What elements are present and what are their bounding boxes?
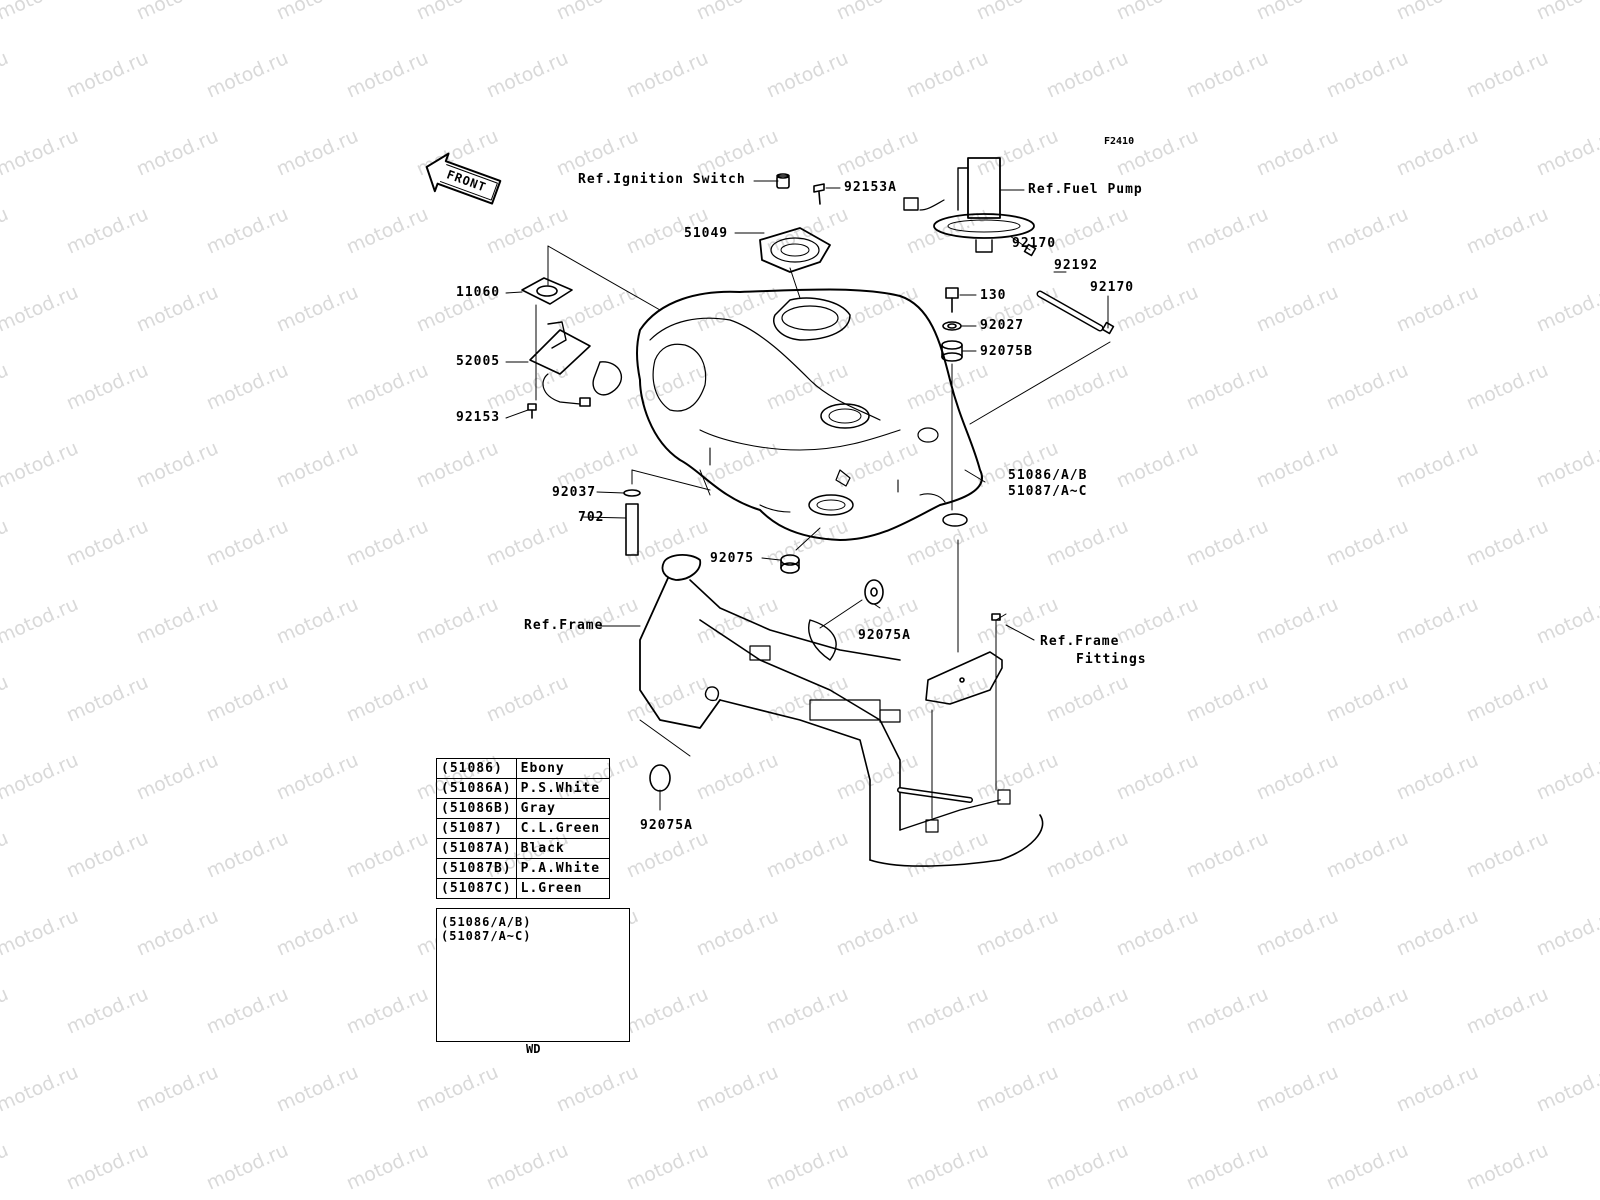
label-92170-a: 92170	[1012, 236, 1057, 251]
color-name: C.L.Green	[515, 818, 610, 839]
fuel-cap	[759, 227, 831, 273]
color-code: (51087)	[436, 818, 517, 839]
label-130: 130	[980, 288, 1007, 303]
inset-line-1: (51086/A/B)	[441, 915, 532, 929]
label-92075b: 92075B	[980, 344, 1033, 359]
label-92037: 92037	[552, 485, 597, 500]
label-ref-frame: Ref.Frame	[524, 618, 604, 633]
label-92075: 92075	[710, 551, 755, 566]
fuel-pump	[903, 157, 1035, 253]
clamp-92037	[623, 489, 641, 497]
label-frame-fittings-1: Ref.Frame	[1040, 634, 1120, 649]
inset-caption: WD	[526, 1042, 541, 1056]
label-702: 702	[578, 510, 605, 525]
washer-92027	[942, 321, 962, 331]
tube-702	[625, 503, 639, 556]
color-row: (51086B)Gray	[436, 798, 610, 819]
color-name: Ebony	[515, 758, 610, 779]
color-row: (51086)Ebony	[436, 758, 610, 779]
ignition-switch-part	[776, 173, 790, 189]
label-92153: 92153	[456, 410, 501, 425]
color-code: (51086A)	[436, 778, 517, 799]
color-name: Gray	[515, 798, 610, 819]
grommet-92075	[780, 554, 800, 574]
fuel-level-sender-52005	[529, 321, 623, 407]
color-name: Black	[515, 838, 610, 859]
screw-92153	[527, 403, 537, 419]
gasket-11060	[521, 277, 573, 305]
color-name: P.S.White	[515, 778, 610, 799]
label-92153a: 92153A	[844, 180, 897, 195]
color-row: (51086A)P.S.White	[436, 778, 610, 799]
color-row: (51087A)Black	[436, 838, 610, 859]
label-tank-51087: 51087/A~C	[1008, 484, 1088, 499]
color-name: P.A.White	[515, 858, 610, 879]
label-51049: 51049	[684, 226, 729, 241]
color-row: (51087)C.L.Green	[436, 818, 610, 839]
label-frame-fittings-2: Fittings	[1076, 652, 1147, 667]
label-fuel-pump: Ref.Fuel Pump	[1028, 182, 1143, 197]
color-row: (51087C)L.Green	[436, 878, 610, 899]
color-name: L.Green	[515, 878, 610, 899]
leader-lines	[505, 180, 1111, 819]
damper-92075a-lower	[649, 764, 671, 792]
color-row: (51087B)P.A.White	[436, 858, 610, 879]
damper-92075a-upper	[864, 579, 884, 605]
bolt-130	[945, 287, 959, 313]
label-92075a-lower: 92075A	[640, 818, 693, 833]
motorcycle-frame	[639, 554, 1044, 867]
label-92075a-upper: 92075A	[858, 628, 911, 643]
color-code: (51086)	[436, 758, 517, 779]
inset-line-2: (51087/A~C)	[441, 929, 532, 943]
bolt-92153a	[813, 183, 825, 205]
color-code: (51087C)	[436, 878, 517, 899]
color-code: (51086B)	[436, 798, 517, 819]
label-92027: 92027	[980, 318, 1025, 333]
color-table: (51086)Ebony (51086A)P.S.White (51086B)G…	[436, 758, 610, 899]
fuel-tank	[636, 288, 983, 541]
label-92170-b: 92170	[1090, 280, 1135, 295]
label-11060: 11060	[456, 285, 501, 300]
label-92192: 92192	[1054, 258, 1099, 273]
damper-92075b	[941, 340, 963, 362]
label-tank-51086: 51086/A/B	[1008, 468, 1088, 483]
label-52005: 52005	[456, 354, 501, 369]
color-code: (51087A)	[436, 838, 517, 859]
color-code: (51087B)	[436, 858, 517, 879]
diagram-code: F2410	[1104, 136, 1135, 147]
inset-box: (51086/A/B) (51087/A~C)	[436, 908, 630, 1042]
label-ignition-switch: Ref.Ignition Switch	[578, 172, 746, 187]
front-arrow-icon	[425, 152, 502, 205]
